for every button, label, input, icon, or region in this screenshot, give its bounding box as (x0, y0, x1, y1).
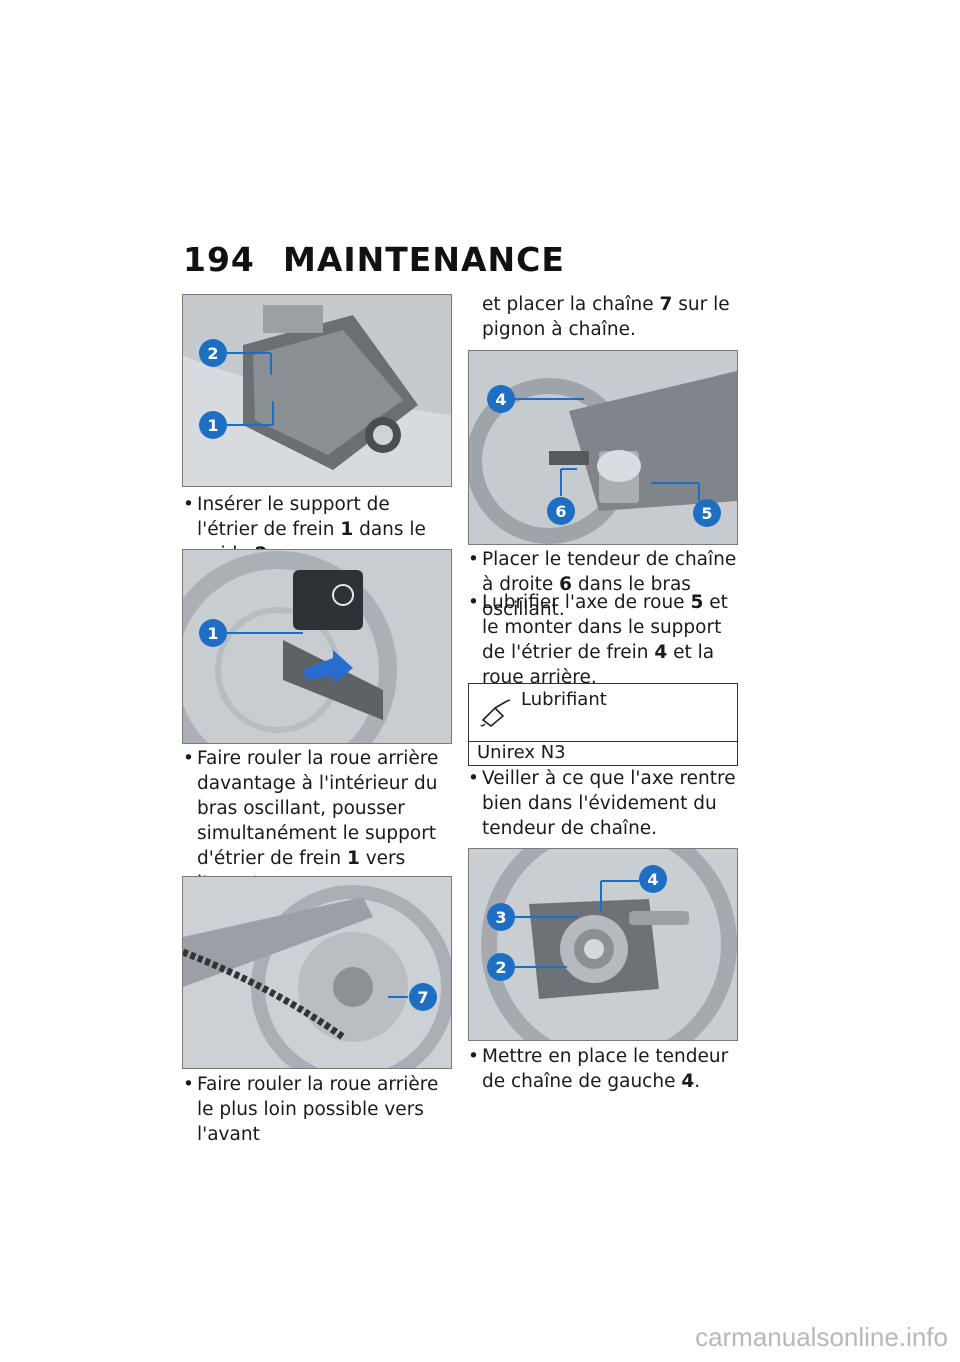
step-roll-wheel-inward: • Faire rouler la roue arrière da­vantag… (183, 748, 439, 894)
bullet-icon: • (183, 748, 194, 769)
photo-illustration: 7 (183, 877, 451, 1068)
callout-marker (547, 497, 575, 525)
callout-marker (639, 865, 667, 893)
callout-marker (487, 385, 515, 413)
lubricant-label: Lubrifiant (521, 689, 607, 710)
lubricant-value: Unirex N3 (477, 742, 566, 763)
figure-chain-sprocket: 7 (182, 876, 452, 1069)
step-place-chain: et placer la chaîne 7 sur le pignon à ch… (482, 294, 730, 340)
callout-marker (693, 499, 721, 527)
callout-label: 6 (555, 502, 566, 521)
page-title: MAINTENANCE (283, 240, 565, 279)
figure-brake-caliper-support: 2 1 (182, 294, 452, 487)
oil-can-icon (480, 699, 511, 728)
lubricant-header-row: Lubrifiant (469, 684, 737, 742)
callout-label: 7 (417, 988, 428, 1007)
photo-illustration: 4 3 2 (469, 849, 737, 1040)
bullet-icon: • (183, 494, 194, 515)
figure-left-tensioner: 4 3 2 (468, 848, 738, 1041)
callout-label: 4 (495, 390, 506, 409)
bullet-icon: • (468, 549, 479, 570)
callout-label: 1 (207, 624, 218, 643)
callout-marker (487, 903, 515, 931)
step-roll-wheel-forward: • Faire rouler la roue arrière le plus l… (183, 1074, 439, 1145)
step-place-right-tensioner: • Placer le tendeur de chaîne à droite 6… (468, 549, 737, 620)
bullet-icon: • (468, 768, 479, 789)
callout-label: 2 (495, 958, 506, 977)
step-lubricate-axle: • Lubrifier l'axe de roue 5 et le monter… (468, 592, 728, 688)
callout-marker (199, 619, 227, 647)
figure-brake-caliper-wheel: 1 (182, 549, 452, 744)
bullet-icon: • (468, 1046, 479, 1067)
bullet-icon: • (468, 592, 479, 613)
callout-marker (199, 411, 227, 439)
figure-wheel-axle: 4 6 5 (468, 350, 738, 545)
watermark: carmanualsonline.info (695, 1322, 948, 1352)
callout-marker (487, 953, 515, 981)
lubricant-table: Lubrifiant Unirex N3 (468, 683, 738, 766)
step-install-left-tensioner: • Mettre en place le tendeur de chaîne d… (468, 1046, 729, 1092)
callout-label: 5 (701, 504, 712, 523)
callout-label: 1 (207, 416, 218, 435)
callout-label: 4 (647, 870, 658, 889)
callout-label: 3 (495, 908, 506, 927)
step-check-axle: • Veiller à ce que l'axe rentre bien dan… (468, 768, 736, 839)
photo-illustration: 2 1 (183, 295, 451, 486)
bullet-icon: • (183, 1074, 194, 1095)
callout-marker (409, 983, 437, 1011)
page-number: 194 (183, 240, 255, 279)
photo-illustration: 1 (183, 550, 451, 743)
callout-label: 2 (207, 344, 218, 363)
callout-marker (199, 339, 227, 367)
photo-illustration: 4 6 5 (469, 351, 737, 544)
